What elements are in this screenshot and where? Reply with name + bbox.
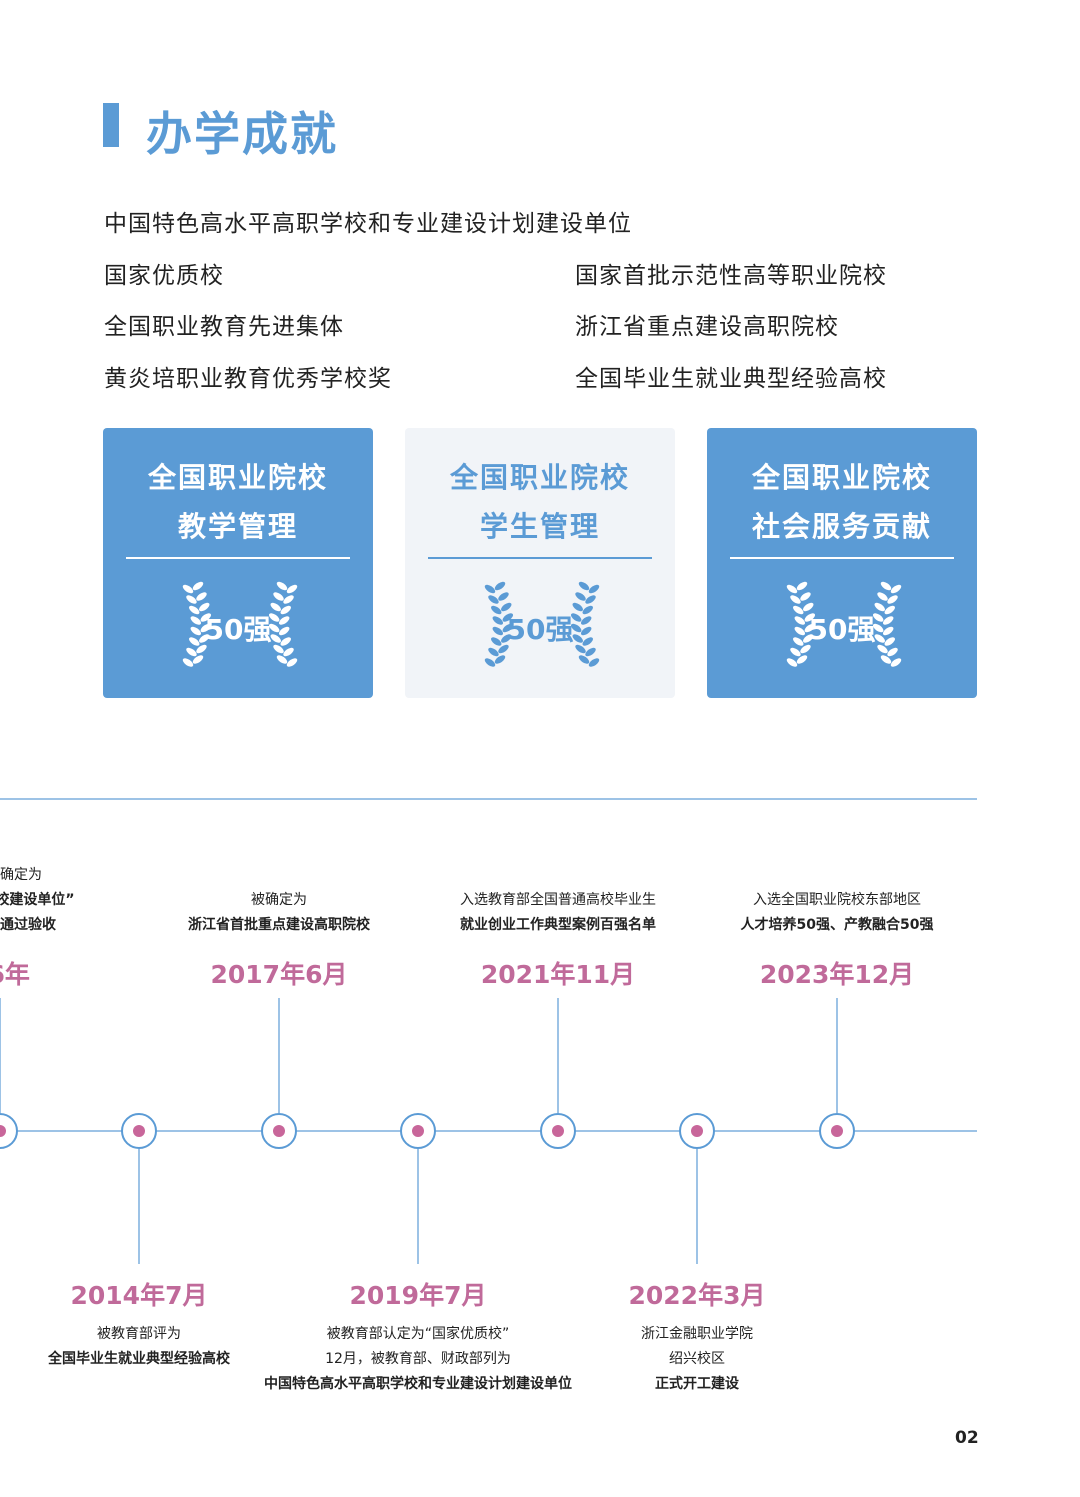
card-line2: 学生管理 xyxy=(479,510,600,543)
timeline-node xyxy=(261,1113,297,1149)
timeline-date: 06年 xyxy=(0,960,30,989)
timeline-desc: 人才培养50强、产教融合50强 xyxy=(740,917,934,933)
laurel-icon xyxy=(786,581,902,667)
timeline-desc: 全国毕业生就业典型经验高校 xyxy=(48,1351,230,1367)
timeline-node xyxy=(540,1113,576,1149)
laurel-icon xyxy=(484,581,600,667)
timeline-desc: 入选教育部全国普通高校毕业生 xyxy=(460,892,656,908)
timeline-node xyxy=(679,1113,715,1149)
title-accent-bar xyxy=(103,103,119,147)
timeline-desc: 财政部确定为 xyxy=(0,867,42,883)
timeline-date: 2021年11月 xyxy=(480,960,636,989)
honor-item: 全国毕业生就业典型经验高校 xyxy=(575,366,887,392)
page-title: 办学成就 xyxy=(146,107,338,161)
timeline-desc: 被教育部认定为“国家优质校” xyxy=(326,1326,510,1342)
award-card-service: 全国职业院校 社会服务贡献 50强 xyxy=(707,428,977,698)
timeline-desc: 入选全国职业院校东部地区 xyxy=(753,892,921,908)
timeline-desc: 就业创业工作典型案例百强名单 xyxy=(460,917,656,933)
timeline-desc: 浙江省首批重点建设高职院校 xyxy=(188,917,370,933)
timeline-desc: 被确定为 xyxy=(251,892,307,908)
honor-item: 国家优质校 xyxy=(104,263,224,289)
timeline-date: 2019年7月 xyxy=(349,1281,487,1310)
timeline-node xyxy=(121,1113,157,1149)
honor-item: 浙江省重点建设高职院校 xyxy=(575,314,839,340)
card-line2: 教学管理 xyxy=(177,510,298,543)
honor-item: 中国特色高水平高职学校和专业建设计划建设单位 xyxy=(104,211,632,237)
honor-item: 国家首批示范性高等职业院校 xyxy=(575,263,887,289)
card-line2: 社会服务贡献 xyxy=(751,510,932,543)
timeline-axis xyxy=(0,1130,977,1132)
card-line1: 全国职业院校 xyxy=(449,461,630,494)
timeline-connector xyxy=(557,998,559,1113)
page-number: 02 xyxy=(955,1428,979,1448)
timeline-node xyxy=(819,1113,855,1149)
timeline-date: 2022年3月 xyxy=(628,1281,766,1310)
timeline-date: 2014年7月 xyxy=(70,1281,208,1310)
card-line1: 全国职业院校 xyxy=(751,461,932,494)
card-rank: 50强 xyxy=(506,613,574,646)
timeline-connector xyxy=(0,998,1,1113)
timeline-desc: 被教育部评为 xyxy=(97,1326,181,1342)
timeline-desc: 浙江金融职业学院 xyxy=(641,1326,753,1342)
honor-item: 黄炎培职业教育优秀学校奖 xyxy=(104,366,392,392)
card-divider xyxy=(428,557,652,559)
timeline-desc: 优异成绩通过验收 xyxy=(0,917,56,933)
card-divider xyxy=(730,557,954,559)
timeline-connector xyxy=(278,998,280,1113)
card-rank: 50强 xyxy=(808,613,876,646)
timeline-connector xyxy=(138,1149,140,1264)
timeline-node xyxy=(0,1113,18,1149)
card-rank: 50强 xyxy=(204,613,272,646)
timeline-date: 2017年6月 xyxy=(210,960,348,989)
timeline-connector xyxy=(696,1149,698,1264)
timeline-desc: 12月，被教育部、财政部列为 xyxy=(325,1351,511,1367)
timeline-connector xyxy=(836,998,838,1113)
award-card-teaching: 全国职业院校 教学管理 50强 xyxy=(103,428,373,698)
timeline-node xyxy=(400,1113,436,1149)
timeline-desc: 正式开工建设 xyxy=(655,1376,739,1392)
honor-item: 全国职业教育先进集体 xyxy=(104,314,344,340)
timeline-desc: 高等职业院校建设单位” xyxy=(0,892,75,908)
card-divider xyxy=(126,557,350,559)
timeline-date: 2023年12月 xyxy=(759,960,915,989)
laurel-icon xyxy=(182,581,298,667)
award-card-student: 全国职业院校 学生管理 50强 xyxy=(405,428,675,698)
card-line1: 全国职业院校 xyxy=(147,461,328,494)
timeline-desc: 绍兴校区 xyxy=(669,1351,725,1367)
section-divider xyxy=(0,798,977,800)
timeline-desc: 中国特色高水平高职学校和专业建设计划建设单位 xyxy=(264,1376,572,1392)
timeline-connector xyxy=(417,1149,419,1264)
